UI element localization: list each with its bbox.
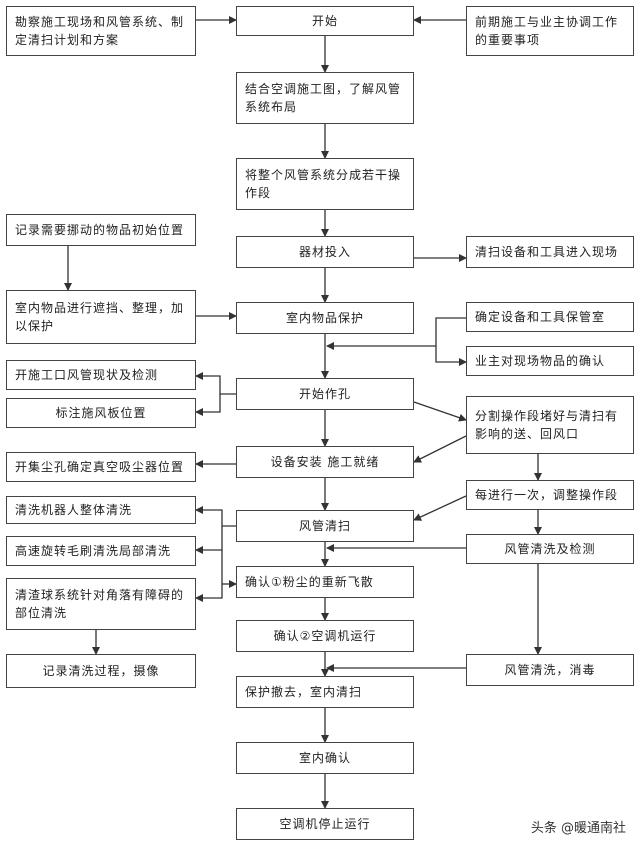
node-tools-in: 清扫设备和工具进入现场 (466, 236, 634, 268)
node-start-label: 开始 (311, 14, 338, 28)
node-dust: 开集尘孔确定真空吸尘器位置 (6, 452, 196, 482)
node-adjust-label: 每进行一次，调整操作段 (475, 488, 619, 502)
node-coord: 前期施工与业主协调工作的重要事项 (466, 6, 634, 56)
node-cover-label: 室内物品进行遮挡、整理，加以保护 (15, 301, 185, 333)
node-split: 分割操作段堵好与清扫有影响的送、回风口 (466, 396, 634, 454)
node-dust-label: 开集尘孔确定真空吸尘器位置 (15, 460, 185, 474)
node-survey-label: 勘察施工现场和风管系统、制定清扫计划和方案 (15, 15, 185, 47)
node-hole: 开始作孔 (236, 378, 414, 410)
node-combine-label: 结合空调施工图，了解风管系统布局 (245, 82, 402, 114)
connector-arrow (413, 435, 467, 463)
connector-arrow (195, 550, 223, 602)
node-equip-in: 器材投入 (236, 236, 414, 268)
node-record-items-label: 记录需要挪动的物品初始位置 (15, 223, 185, 237)
node-divide: 将整个风管系统分成若干操作段 (236, 158, 414, 210)
watermark-text: 头条 @暖通南社 (530, 821, 626, 836)
node-indoor: 室内确认 (236, 742, 414, 774)
node-record-clean: 记录清洗过程，摄像 (6, 654, 196, 688)
node-confirm2: 确认②空调机运行 (236, 620, 414, 652)
node-indoor-label: 室内确认 (298, 751, 351, 765)
node-survey: 勘察施工现场和风管系统、制定清扫计划和方案 (6, 6, 196, 56)
node-robot-label: 清洗机器人整体清洗 (15, 503, 133, 517)
node-confirm1: 确认①粉尘的重新飞散 (236, 566, 414, 598)
connector-arrow (195, 506, 236, 527)
node-ball: 清渣球系统针对角落有障碍的部位清洗 (6, 578, 196, 630)
node-brush: 高速旋转毛刷清洗局部清洗 (6, 536, 196, 566)
node-split-label: 分割操作段堵好与清扫有影响的送、回风口 (475, 409, 619, 441)
node-confirm-items: 业主对现场物品的确认 (466, 346, 634, 376)
node-remove-label: 保护撤去，室内清扫 (245, 685, 363, 699)
node-mark-label: 标注施风板位置 (55, 406, 147, 420)
node-wash-check: 风管清洗及检测 (466, 534, 634, 564)
node-confirm2-label: 确认②空调机运行 (273, 629, 377, 643)
node-record-items: 记录需要挪动的物品初始位置 (6, 214, 196, 246)
connector-arrow (195, 526, 223, 554)
node-hole-label: 开始作孔 (298, 387, 351, 401)
node-combine: 结合空调施工图，了解风管系统布局 (236, 72, 414, 124)
node-install: 设备安装 施工就绪 (236, 446, 414, 478)
node-tools-in-label: 清扫设备和工具进入现场 (475, 245, 619, 259)
node-adjust: 每进行一次，调整操作段 (466, 480, 634, 510)
node-ball-label: 清渣球系统针对角落有障碍的部位清洗 (15, 588, 185, 620)
node-divide-label: 将整个风管系统分成若干操作段 (245, 168, 402, 200)
node-stop-label: 空调机停止运行 (279, 817, 371, 831)
node-protect: 室内物品保护 (236, 302, 414, 334)
node-protect-label: 室内物品保护 (285, 311, 364, 325)
node-inspect: 开施工口风管现状及检测 (6, 360, 196, 390)
node-record-clean-label: 记录清洗过程，摄像 (42, 664, 160, 678)
node-coord-label: 前期施工与业主协调工作的重要事项 (475, 15, 619, 47)
connector-arrow (413, 401, 467, 422)
node-inspect-label: 开施工口风管现状及检测 (15, 368, 159, 382)
node-mark: 标注施风板位置 (6, 398, 196, 428)
node-equip-in-label: 器材投入 (298, 245, 351, 259)
node-disinfect-label: 风管清洗，消毒 (504, 663, 596, 677)
node-robot: 清洗机器人整体清洗 (6, 496, 196, 524)
node-duct-clean: 风管清扫 (236, 510, 414, 542)
node-install-label: 设备安装 施工就绪 (270, 455, 380, 469)
connector-arrow (435, 317, 467, 366)
node-duct-clean-label: 风管清扫 (298, 519, 351, 533)
node-confirm1-label: 确认①粉尘的重新飞散 (245, 575, 374, 589)
node-remove: 保护撤去，室内清扫 (236, 676, 414, 708)
node-start: 开始 (236, 6, 414, 36)
node-brush-label: 高速旋转毛刷清洗局部清洗 (15, 544, 172, 558)
node-store-label: 确定设备和工具保管室 (475, 310, 606, 324)
node-stop: 空调机停止运行 (236, 808, 414, 840)
node-wash-check-label: 风管清洗及检测 (504, 542, 596, 556)
connector-arrow (195, 394, 221, 416)
node-cover: 室内物品进行遮挡、整理，加以保护 (6, 290, 196, 344)
node-disinfect: 风管清洗，消毒 (466, 654, 634, 686)
connector-arrow (195, 372, 236, 395)
connector-arrow (413, 495, 467, 521)
node-store: 确定设备和工具保管室 (466, 302, 634, 332)
node-confirm-items-label: 业主对现场物品的确认 (475, 354, 606, 368)
